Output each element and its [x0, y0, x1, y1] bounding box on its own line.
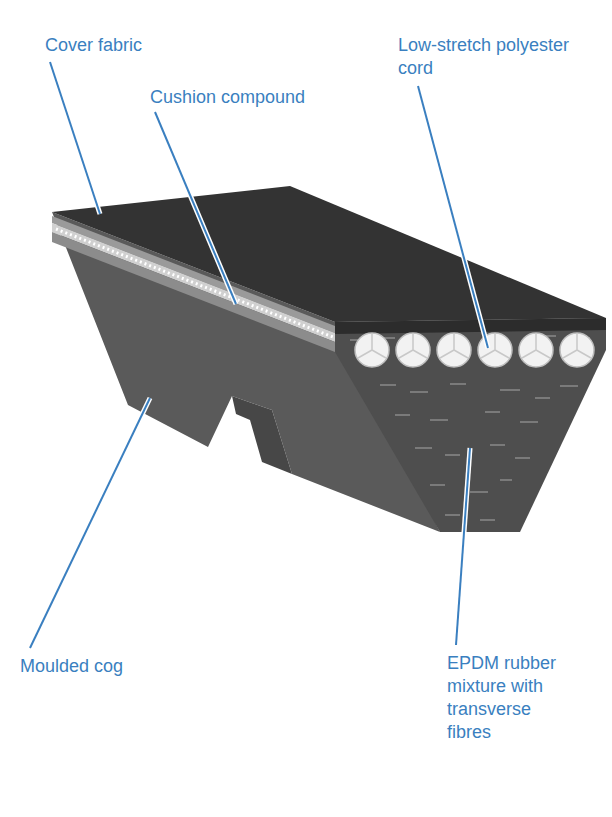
leader-lines — [30, 62, 488, 648]
polyester-cords — [355, 333, 594, 367]
part-label: Low-stretch polyester cord — [398, 34, 598, 80]
lower-cushion-band — [52, 232, 335, 352]
cog-notch-shade — [232, 396, 292, 474]
part-label: Moulded cog — [20, 655, 220, 678]
part-label: Cushion compound — [150, 86, 370, 109]
cover-fabric-band — [52, 216, 335, 333]
cord-strands — [358, 334, 591, 358]
leader-halos — [30, 62, 488, 648]
belt-end-face — [335, 318, 606, 532]
part-label: EPDM rubber mixture with transverse fibr… — [447, 652, 572, 744]
cord-dashes — [56, 229, 333, 337]
cushion-band — [52, 223, 335, 342]
fibre-texture — [350, 336, 590, 520]
end-cover-band — [335, 318, 606, 334]
part-label: Cover fabric — [45, 34, 245, 57]
